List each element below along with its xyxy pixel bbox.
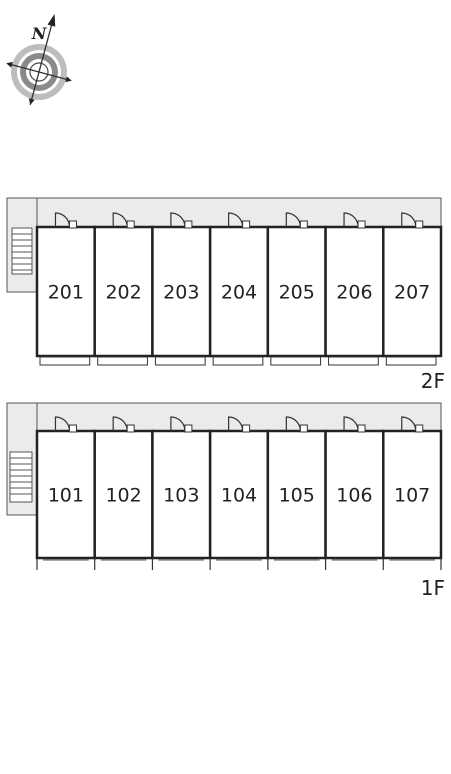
door-icon — [285, 416, 308, 433]
door-icon — [54, 212, 77, 229]
balcony — [385, 356, 437, 366]
door-icon — [228, 416, 251, 433]
unit-102: 102 — [93, 416, 154, 570]
door-icon — [401, 416, 424, 433]
corridor-2f — [6, 197, 442, 228]
unit-label-105: 105 — [279, 485, 315, 507]
door-icon — [112, 416, 135, 433]
unit-202: 202 — [93, 212, 154, 366]
unit-105: 105 — [266, 416, 327, 570]
floor-label-2f: 2F — [421, 369, 445, 393]
unit-label-203: 203 — [163, 282, 199, 304]
balcony — [270, 356, 322, 366]
balcony — [212, 356, 264, 366]
unit-203: 203 — [151, 212, 212, 366]
balcony — [154, 356, 206, 366]
door-icon — [170, 212, 193, 229]
unit-label-103: 103 — [163, 485, 199, 507]
unit-107: 107 — [382, 416, 443, 570]
floor-2f: 201 202 203 204 205 206 207 2F — [6, 197, 445, 393]
unit-204: 204 — [208, 212, 270, 366]
balcony — [39, 356, 91, 366]
compass-rose-icon: N — [6, 14, 72, 106]
unit-206: 206 — [324, 212, 385, 366]
unit-101: 101 — [35, 416, 96, 570]
unit-label-206: 206 — [336, 282, 372, 304]
unit-205: 205 — [266, 212, 327, 366]
unit-label-207: 207 — [394, 282, 430, 304]
unit-label-205: 205 — [279, 282, 315, 304]
unit-label-201: 201 — [48, 282, 84, 304]
unit-label-107: 107 — [394, 485, 430, 507]
floor-1f: 101 102 103 104 105 106 107 1F — [6, 402, 445, 600]
staircase-2f — [11, 227, 33, 275]
door-icon — [285, 212, 308, 229]
door-icon — [54, 416, 77, 433]
unit-label-102: 102 — [105, 485, 141, 507]
door-icon — [343, 212, 366, 229]
balcony — [328, 356, 379, 366]
unit-label-204: 204 — [221, 282, 257, 304]
floor-label-1f: 1F — [421, 576, 445, 600]
door-icon — [228, 212, 251, 229]
unit-106: 106 — [324, 416, 385, 570]
unit-label-101: 101 — [48, 485, 84, 507]
door-icon — [343, 416, 366, 433]
door-icon — [170, 416, 193, 433]
balcony — [97, 356, 148, 366]
unit-201: 201 — [35, 212, 96, 366]
door-icon — [112, 212, 135, 229]
unit-104: 104 — [208, 416, 270, 570]
unit-label-202: 202 — [105, 282, 141, 304]
north-label: N — [31, 24, 48, 43]
staircase-1f — [9, 451, 33, 503]
door-icon — [401, 212, 424, 229]
corridor-1f — [6, 402, 442, 432]
unit-label-106: 106 — [336, 485, 372, 507]
unit-103: 103 — [151, 416, 212, 570]
unit-207: 207 — [382, 212, 443, 366]
unit-label-104: 104 — [221, 485, 257, 507]
